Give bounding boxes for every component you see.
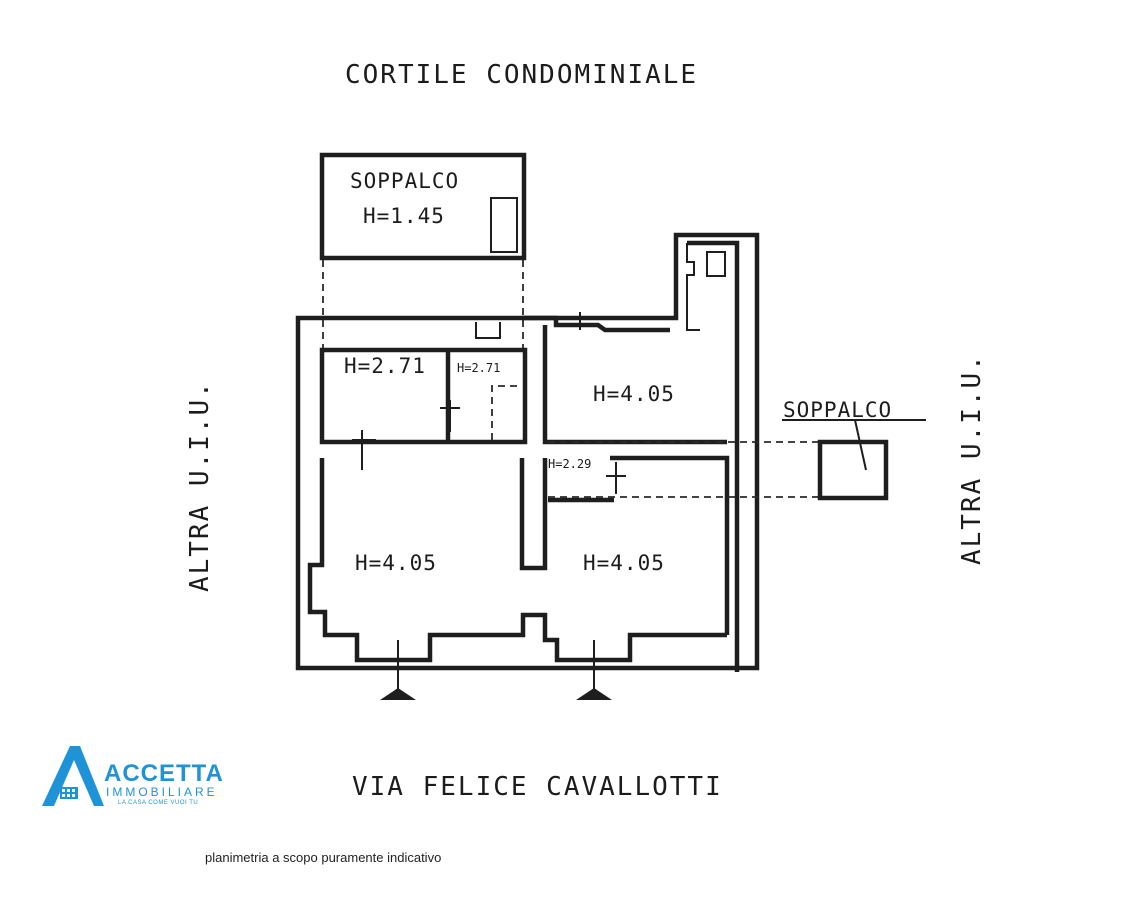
door-swing-2 [440,400,460,432]
mezzanine-top-outline [319,152,527,261]
shaft-inner [686,243,700,331]
room-top-right-height: H=4.05 [593,382,675,406]
mezzanine-right-label: SOPPALCO [783,398,892,422]
room-top-left-walls [319,347,528,445]
entrance-marker-right [576,640,612,700]
shaft-duct [706,251,726,277]
mezzanine-top-height: H=1.45 [363,204,445,228]
logo-sub: IMMOBILIARE [106,785,218,799]
mezzanine-right-outline [817,439,889,501]
left-neighbor-label: ALTRA U.I.U. [185,380,215,592]
room-top-right-walls [542,325,727,445]
accetta-logo-icon [42,746,104,806]
room-bottom-right-walls [610,455,730,635]
central-pillar [519,458,548,571]
logo-tagline: LA CASA COME VUOI TU [118,800,199,806]
mezzanine-top-label: SOPPALCO [350,169,459,193]
door-swing-1 [352,430,376,470]
right-neighbor-label: ALTRA U.I.U. [957,353,987,565]
room-bottom-left-height: H=4.05 [355,551,437,575]
shaft-wall [687,240,740,672]
room-bottom-right-height: H=4.05 [583,551,665,575]
entrance-marker-left [380,640,416,700]
disclaimer-note: planimetria a scopo puramente indicativo [205,850,442,865]
street-label: VIA FELICE CAVALLOTTI [352,772,723,802]
courtyard-label: CORTILE CONDOMINIALE [345,60,698,90]
mezzanine-top-stair [490,197,518,253]
mezzanine-right-leader [854,419,867,471]
door-swing-3 [606,462,626,494]
room-bath-height: H=2.71 [457,361,500,375]
logo-brand: ACCETTA [104,760,224,787]
top-door-wall [522,315,670,333]
front-facade [307,458,727,663]
outer-boundary [295,232,760,671]
room-corridor-height: H=2.29 [548,457,591,471]
room-top-left-height: H=2.71 [344,354,426,378]
top-niche [475,322,501,339]
bath-fixture [491,385,520,440]
